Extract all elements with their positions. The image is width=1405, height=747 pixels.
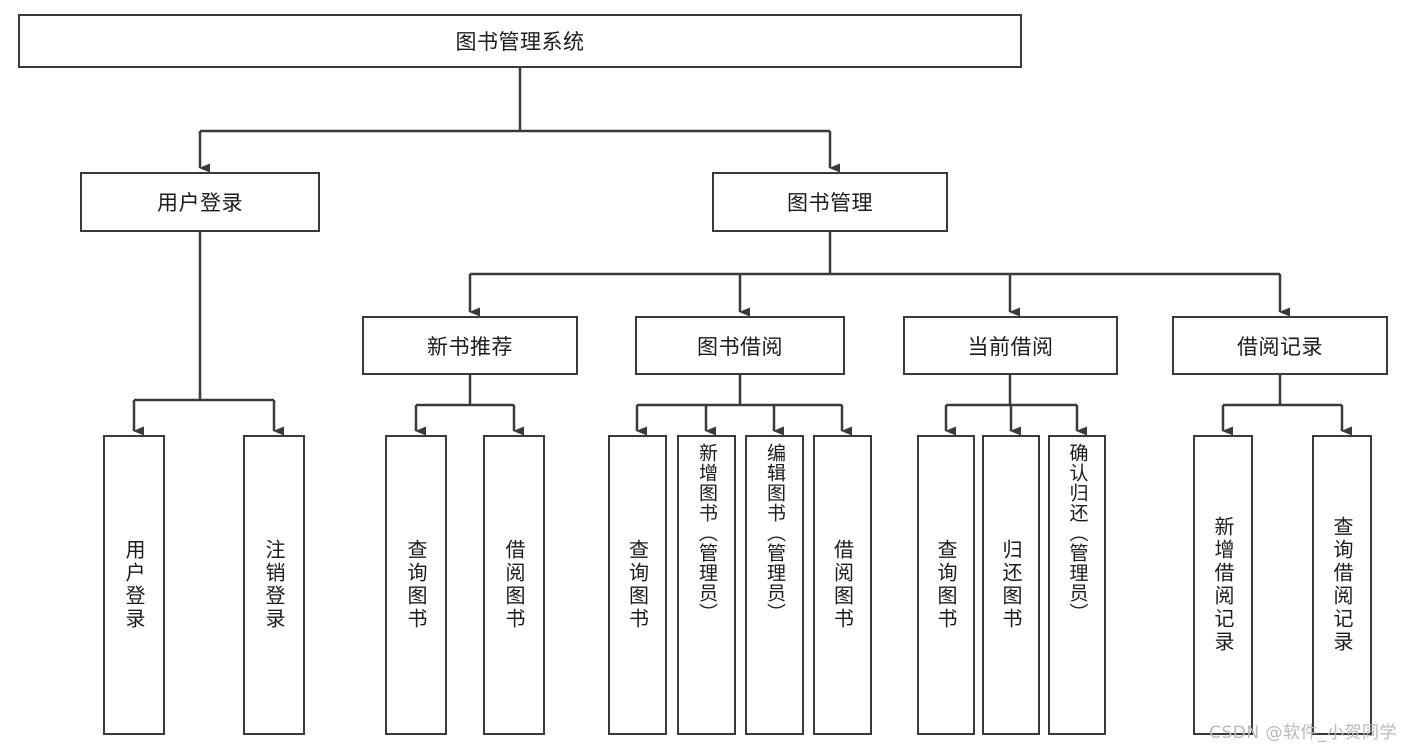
node-label: 查询图书 xyxy=(404,539,428,631)
node-leaf-add-borrow-record[interactable]: 新增借阅记录 xyxy=(1193,435,1253,735)
node-borrow-records[interactable]: 借阅记录 xyxy=(1172,316,1388,375)
node-book-management[interactable]: 图书管理 xyxy=(712,172,948,232)
node-leaf-return-book[interactable]: 归还图书 xyxy=(982,435,1040,735)
node-label: 确认归还（管理员） xyxy=(1066,443,1089,623)
node-leaf-query-borrow-record[interactable]: 查询借阅记录 xyxy=(1312,435,1372,735)
node-current-borrow[interactable]: 当前借阅 xyxy=(903,316,1118,375)
node-label: 当前借阅 xyxy=(967,334,1054,359)
node-label: 图书管理 xyxy=(787,191,873,215)
node-label: 借阅图书 xyxy=(502,539,526,631)
node-leaf-query-book-borrow[interactable]: 查询图书 xyxy=(608,435,667,735)
node-root-system[interactable]: 图书管理系统 xyxy=(18,14,1022,68)
watermark-text: CSDN @软件_小贺同学 xyxy=(1209,723,1397,743)
node-label: 用户登录 xyxy=(122,539,146,631)
node-label: 新增借阅记录 xyxy=(1211,516,1235,654)
node-leaf-query-book-rec[interactable]: 查询图书 xyxy=(385,435,447,735)
node-label: 图书借阅 xyxy=(697,334,783,359)
node-label: 注销登录 xyxy=(262,539,286,631)
node-label: 用户登录 xyxy=(157,191,243,215)
node-label: 新书推荐 xyxy=(427,334,513,359)
node-leaf-edit-book-admin[interactable]: 编辑图书（管理员） xyxy=(745,435,804,735)
node-label: 编辑图书（管理员） xyxy=(764,443,786,623)
node-leaf-borrow-book-rec[interactable]: 借阅图书 xyxy=(483,435,545,735)
node-leaf-add-book-admin[interactable]: 新增图书（管理员） xyxy=(677,435,736,735)
node-leaf-query-book-current[interactable]: 查询图书 xyxy=(917,435,975,735)
node-label: 借阅记录 xyxy=(1237,334,1323,359)
node-label: 图书管理系统 xyxy=(455,30,585,54)
node-leaf-logout[interactable]: 注销登录 xyxy=(243,435,305,735)
node-book-borrow[interactable]: 图书借阅 xyxy=(635,316,845,375)
node-label: 归还图书 xyxy=(999,539,1023,631)
node-leaf-confirm-return-admin[interactable]: 确认归还（管理员） xyxy=(1048,435,1106,735)
node-leaf-borrow-book[interactable]: 借阅图书 xyxy=(813,435,872,735)
node-label: 查询图书 xyxy=(625,539,650,631)
node-leaf-user-login[interactable]: 用户登录 xyxy=(103,435,165,735)
node-user-login[interactable]: 用户登录 xyxy=(80,172,320,232)
node-label: 借阅图书 xyxy=(830,539,855,631)
node-label: 查询图书 xyxy=(934,539,958,631)
node-label: 查询借阅记录 xyxy=(1330,516,1354,654)
node-new-book-recommend[interactable]: 新书推荐 xyxy=(362,316,578,375)
node-label: 新增图书（管理员） xyxy=(696,443,718,623)
